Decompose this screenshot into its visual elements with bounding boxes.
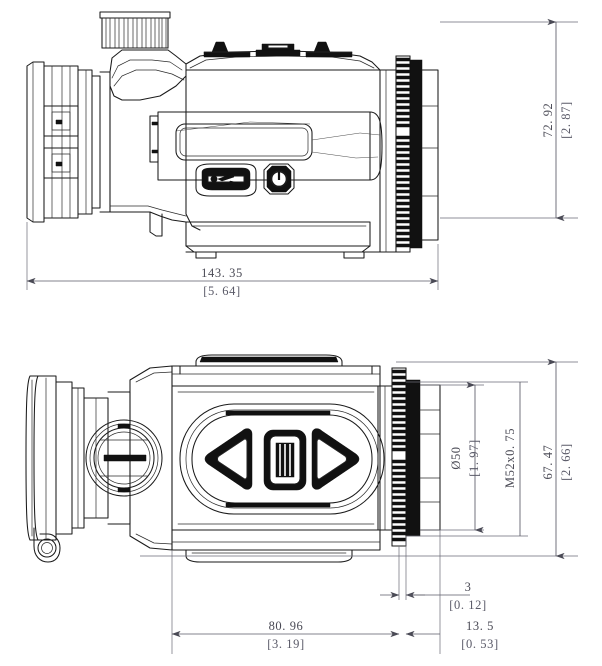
dim-thread-spec: M52x0. 75 — [503, 428, 517, 488]
bottom-view-dimensions: Ø50 [1. 97] M52x0. 75 67. 47 [2. 66] 3 [… — [140, 358, 578, 654]
dim-body-width-metric: 67. 47 — [541, 445, 555, 480]
left-arrow-button[interactable] — [204, 428, 253, 490]
side-view-dimensions: 72. 92 [2. 87] 143. 35 [5. 64] — [26, 18, 578, 298]
three-top-buttons — [203, 41, 353, 58]
port-cluster — [195, 163, 295, 197]
dim-objective-diameter-metric: Ø50 — [449, 446, 463, 469]
dim-body-width-imperial: [2. 66] — [559, 443, 573, 481]
eyepiece-ring — [25, 375, 85, 563]
dim-objective-diameter-imperial: [1. 97] — [467, 439, 481, 477]
battery-compartment-cap — [85, 419, 163, 497]
power-button-icon[interactable] — [263, 163, 295, 195]
bottom-view — [25, 354, 441, 563]
top-button-right[interactable] — [305, 41, 353, 58]
knurled-lens-ring — [395, 55, 411, 253]
side-view-top — [26, 11, 439, 259]
dim-flange-gap-imperial: [0. 12] — [449, 598, 487, 612]
top-button-menu[interactable] — [255, 43, 301, 57]
control-button-pad — [179, 403, 385, 515]
right-arrow-button[interactable] — [311, 428, 360, 490]
dim-body-length-imperial: [3. 19] — [267, 637, 305, 651]
eyepiece-assembly — [26, 61, 93, 223]
top-button-left[interactable] — [203, 41, 251, 58]
objective-lens-barrel — [409, 59, 439, 249]
dim-body-length-metric: 80. 96 — [269, 619, 304, 633]
dim-thread-length-imperial: [0. 53] — [461, 637, 499, 651]
dim-flange-gap-metric: 3 — [465, 580, 472, 594]
dim-overall-length-metric: 143. 35 — [201, 266, 243, 280]
dim-overall-length-imperial: [5. 64] — [203, 284, 241, 298]
rounded-window-panel — [149, 111, 383, 181]
knurled-focus-knob — [99, 11, 171, 49]
dim-thread-length-metric: 13. 5 — [466, 619, 494, 633]
knurled-lens-ring-bottom — [391, 367, 407, 547]
menu-button[interactable] — [263, 429, 307, 491]
usb-port-icon[interactable] — [195, 163, 257, 197]
lower-rail — [185, 221, 371, 259]
dim-overall-height-imperial: [2. 87] — [559, 101, 573, 139]
dim-overall-height-metric: 72. 92 — [541, 103, 555, 138]
knob-fairing — [109, 49, 187, 101]
main-body — [109, 63, 397, 253]
